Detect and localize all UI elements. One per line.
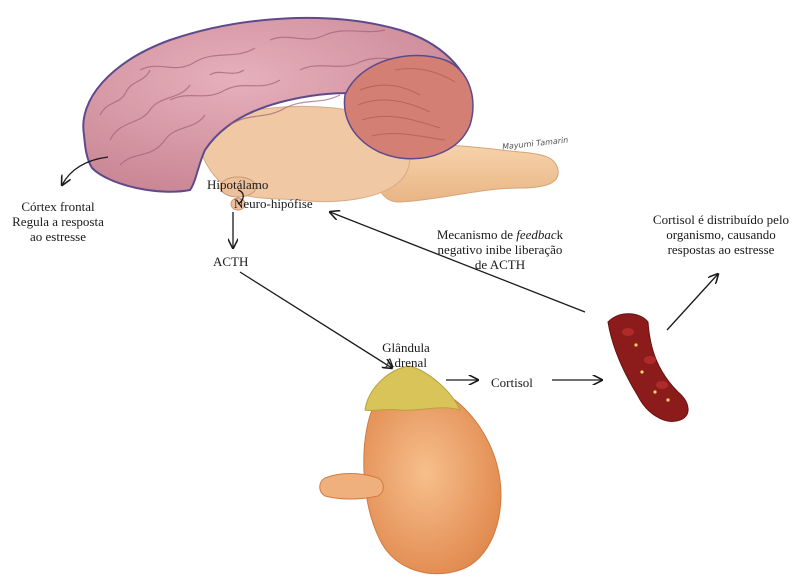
label-feedback-line3: de ACTH [410,257,590,272]
label-cortisol-dist-line3: respostas ao estresse [646,242,796,257]
label-neuro-hipofise: Neuro-hipófise [234,196,313,211]
arrow-vessel-body [667,274,718,330]
blood-cell [622,328,634,336]
cortisol-particle [666,398,669,401]
kidney-shape [364,390,501,574]
label-cortex-frontal: Córtex frontal Regula a resposta ao estr… [2,199,114,244]
vessel-shape [608,314,688,422]
cortisol-particle [634,343,637,346]
renal-hilum [320,474,384,500]
label-cortex-line2: Regula a resposta [2,214,114,229]
label-acth: ACTH [213,254,248,269]
label-feedback: Mecanismo de feedback negativo inibe lib… [410,227,590,272]
label-feedback-line1: Mecanismo de feedback [410,227,590,242]
label-glandula-line1: Glândula [376,340,436,355]
adrenal-gland-illustration [320,366,501,574]
feedback-emphasis: feedbac [516,227,556,242]
label-cortisol-distribution: Cortisol é distribuído pelo organismo, c… [646,212,796,257]
label-glandula-adrenal: Glândula Adrenal [376,340,436,370]
label-cortisol-dist-line2: organismo, causando [646,227,796,242]
label-cortex-line3: ao estresse [2,229,114,244]
label-feedback-line2: negativo inibe liberação [410,242,590,257]
blood-cell [644,356,656,364]
feedback-post-text: k [557,227,564,242]
blood-cell [656,381,668,389]
cortisol-particle [640,370,643,373]
cortisol-particle [653,390,656,393]
feedback-pre-text: Mecanismo de [437,227,516,242]
arrow-acth-adrenal [240,272,392,368]
label-glandula-line2: Adrenal [376,355,436,370]
brain-illustration [83,18,558,210]
label-cortisol: Cortisol [491,375,533,390]
label-cortisol-dist-line1: Cortisol é distribuído pelo [646,212,796,227]
blood-vessel-illustration [608,314,688,422]
label-cortex-line1: Córtex frontal [2,199,114,214]
adrenal-cap [365,366,460,411]
label-hipotalamo: Hipotálamo [207,177,268,192]
